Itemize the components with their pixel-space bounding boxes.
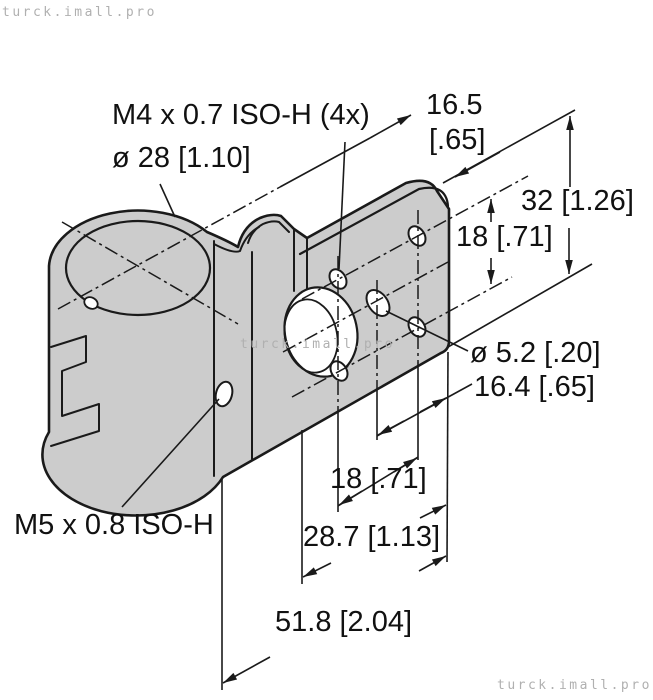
- dim-16-4-arrow-right: [419, 397, 447, 413]
- centerlines: [57, 175, 529, 410]
- dia-28-leader: [159, 183, 176, 218]
- tab-inner-line: [247, 220, 290, 244]
- label-dim-16-5: 16.5: [426, 89, 483, 121]
- label-dim-28-7: 28.7 [1.13]: [303, 521, 441, 553]
- dim-16-5-extension-centerline: [279, 137, 371, 188]
- part-silhouette: [41, 179, 451, 517]
- clamp-bore-ellipse: [64, 219, 212, 317]
- hole-row1-centerline: [301, 175, 529, 300]
- label-dim-18-bottom: 18 [.71]: [330, 463, 427, 495]
- dim-28-7-seg-left: [302, 562, 332, 578]
- plate-bottom-edge-extension: [447, 263, 593, 348]
- label-dim-51-8: 51.8 [2.04]: [275, 606, 413, 638]
- dia5-2-hole: [365, 289, 391, 317]
- label-dim-18-right: 18 [.71]: [456, 221, 553, 253]
- dim-51-8-seg-right: [418, 555, 447, 572]
- m5-hole: [214, 380, 234, 408]
- dim-18b-arrow-right: [393, 457, 418, 473]
- label-dim-32: 32 [1.26]: [521, 185, 634, 217]
- label-thread-m4: M4 x 0.7 ISO-H (4x): [112, 99, 370, 131]
- watermark-bottom-right: turck.imall.pro: [497, 678, 652, 693]
- hole-row2-centerline: [291, 276, 513, 398]
- dim-51-8-seg-left: [222, 656, 271, 684]
- plate-top-front-edge: [298, 186, 450, 256]
- dim-16-4-arrow-left: [377, 420, 405, 436]
- dia-5-2-leader: [385, 310, 469, 352]
- rim-screw-hole: [83, 296, 99, 310]
- dim-16-5-arrow-to-edge: [454, 151, 501, 178]
- watermark-top-left: turck.imall.pro: [2, 5, 157, 20]
- dim-16-5-arrow-to-centerline: [369, 114, 412, 139]
- label-dia-5-2: ø 5.2 [.20]: [470, 337, 601, 369]
- watermark-center: turck.imall.pro: [240, 337, 395, 352]
- clamp-notch: [50, 335, 100, 447]
- plate-center-hole-inner-wall: [283, 298, 339, 374]
- m4-leader: [338, 141, 346, 270]
- cylinder-centerline-b: [61, 221, 239, 325]
- center-hole-slot-centerline: [282, 261, 449, 353]
- label-dia-28: ø 28 [1.10]: [112, 142, 251, 174]
- label-dim-16-5-inch: [.65]: [429, 124, 486, 156]
- m5-leader: [121, 398, 220, 508]
- ext-line-x447: [446, 351, 449, 563]
- label-thread-m5: M5 x 0.8 ISO-H: [14, 509, 214, 541]
- cylinder-centerline-a: [57, 186, 281, 310]
- label-dim-16-4: 16.4 [.65]: [474, 371, 595, 403]
- dim-28-7-seg-right: [419, 504, 447, 519]
- bracket-body: [41, 179, 451, 517]
- saddle-inner-line: [213, 226, 260, 253]
- dim-18b-arrow-left: [338, 490, 363, 506]
- dimension-lines: [121, 109, 593, 690]
